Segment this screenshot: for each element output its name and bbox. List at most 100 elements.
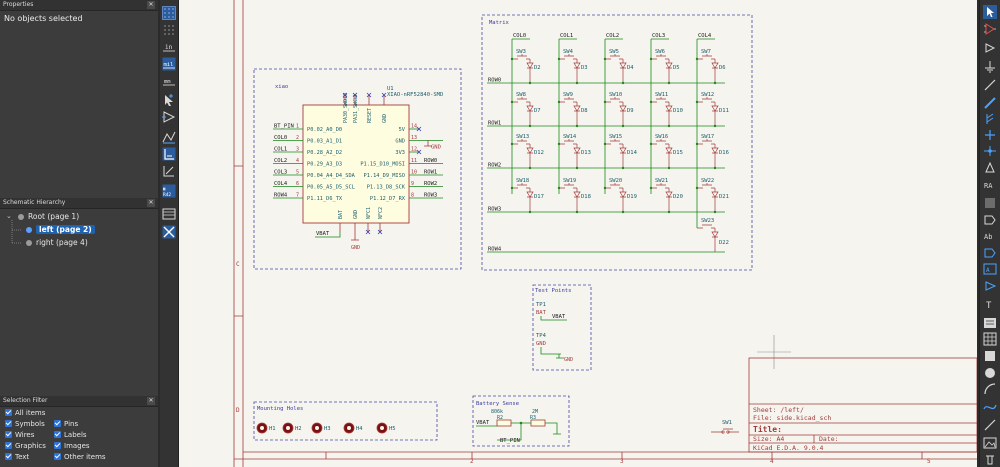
mils-icon[interactable]: mil	[162, 57, 176, 71]
textbox-icon[interactable]	[983, 246, 997, 260]
hierarchy-title: Schematic Hierarchy	[3, 199, 66, 206]
selection-filter-header: Selection Filter ✕	[0, 396, 158, 407]
power-add-icon[interactable]	[983, 41, 997, 55]
symbol-add-icon[interactable]	[983, 22, 997, 36]
inches-icon[interactable]: in	[162, 40, 176, 54]
table-icon[interactable]: A	[983, 262, 997, 276]
filter-graphics[interactable]: Graphics	[5, 441, 46, 451]
bus-entry-icon[interactable]	[983, 112, 997, 126]
matrix-junction	[575, 81, 579, 85]
pin-hidden-icon[interactable]	[162, 110, 176, 124]
filter-labels[interactable]: Labels	[54, 430, 87, 440]
hierarchy-nav-icon[interactable]	[162, 147, 176, 161]
mounting-hole-center	[286, 426, 290, 430]
line-icon[interactable]	[983, 418, 997, 432]
svg-text:A: A	[986, 267, 990, 274]
filter-pins[interactable]: Pins	[54, 419, 78, 429]
simulator-icon[interactable]: ▦R42	[162, 184, 176, 198]
image-icon[interactable]: T	[983, 297, 997, 311]
matrix-diode-symbol	[526, 59, 534, 83]
schematic-canvas[interactable]: 2 3 4 5 C D xiao U1 XIAO-nRF52840-SMD BT…	[179, 0, 977, 467]
filter-text[interactable]: Text	[5, 452, 29, 462]
matrix-diode-symbol	[711, 188, 719, 212]
text-frame-icon[interactable]	[983, 316, 997, 330]
close-icon[interactable]: ✕	[147, 199, 155, 207]
title-block-size: Size: A4	[753, 435, 784, 443]
hierarchy-item-left[interactable]: left (page 2)	[26, 224, 95, 236]
checkbox-icon	[54, 431, 61, 438]
gnd-symbol	[351, 232, 359, 241]
matrix-switch-symbol	[512, 183, 530, 189]
global-label-icon[interactable]	[983, 160, 997, 174]
chevron-down-icon[interactable]: ⌄	[6, 212, 12, 220]
matrix-diode-ref: D17	[534, 194, 544, 200]
hier-label-icon[interactable]: RA	[983, 178, 997, 192]
matrix-diode-symbol	[665, 144, 673, 168]
wire-mode-icon[interactable]	[162, 130, 176, 144]
delete-icon[interactable]	[983, 452, 997, 466]
mounting-holes-box	[253, 401, 438, 441]
sym-editor-icon[interactable]	[162, 207, 176, 221]
sheet-icon[interactable]	[983, 196, 997, 210]
hierarchy-item-root[interactable]: Root (page 1)	[18, 211, 79, 223]
tp4-net: GND	[564, 357, 573, 363]
r2-symbol[interactable]	[496, 419, 512, 427]
close-icon[interactable]: ✕	[147, 1, 155, 9]
bezier-icon[interactable]	[983, 400, 997, 414]
grid-table-icon[interactable]	[983, 332, 997, 346]
xiao-pin-name: P1.11_D6_TX	[307, 196, 343, 202]
text-icon[interactable]: Ab	[983, 229, 997, 243]
erc-icon[interactable]	[162, 164, 176, 178]
sw1-contact	[721, 430, 725, 434]
matrix-diode-symbol	[573, 144, 581, 168]
xiao-top-pin-name: PA30_SWDIO	[343, 93, 349, 123]
xiao-pin-name: 3V3	[395, 150, 405, 156]
checkbox-icon	[5, 453, 12, 460]
r3-symbol[interactable]	[530, 419, 546, 427]
hierarchy-item-right[interactable]: right (page 4)	[26, 237, 88, 249]
arc-icon[interactable]	[983, 382, 997, 396]
close-icon[interactable]: ✕	[147, 397, 155, 405]
matrix-switch-ref: SW20	[609, 178, 622, 184]
cursor-icon[interactable]	[162, 93, 176, 107]
circle-icon[interactable]	[983, 366, 997, 380]
matrix-diode-ref: D18	[581, 194, 591, 200]
schematic-drawing[interactable]: 2 3 4 5 C D xiao U1 XIAO-nRF52840-SMD BT…	[179, 0, 977, 467]
xiao-net-label: ROW4	[274, 193, 288, 199]
matrix-junction	[649, 186, 653, 190]
filter-images[interactable]: Images	[54, 441, 90, 451]
grid-icon[interactable]	[162, 6, 176, 20]
mounting-hole-center	[315, 426, 319, 430]
matrix-junction	[621, 210, 625, 214]
label-icon[interactable]	[983, 144, 997, 158]
matrix-switch-symbol	[697, 183, 715, 189]
filter-other-items[interactable]: Other items	[54, 452, 106, 462]
millimeters-icon[interactable]: mm	[162, 74, 176, 88]
matrix-switch-ref: SW15	[609, 134, 622, 140]
matrix-switch-symbol	[697, 54, 715, 60]
no-connect-marker	[352, 92, 358, 98]
image-add-icon[interactable]	[983, 436, 997, 450]
matrix-junction	[528, 81, 532, 85]
select-icon[interactable]	[983, 5, 997, 19]
sw1-symbol[interactable]	[711, 428, 739, 433]
filter-all-items[interactable]: All items	[5, 408, 45, 418]
xiao-symbol-body[interactable]	[302, 104, 410, 224]
no-connect-icon[interactable]	[983, 128, 997, 142]
bus-icon[interactable]	[983, 96, 997, 110]
xiao-pin-number: 7	[296, 193, 299, 199]
wire-icon[interactable]	[983, 78, 997, 92]
xiao-pin-number: 10	[411, 170, 417, 176]
matrix-junction	[667, 124, 671, 128]
polar-icon[interactable]	[162, 23, 176, 37]
title-block-tool: KiCad E.D.A. 9.0.4	[753, 444, 824, 452]
junction-icon[interactable]	[983, 60, 997, 74]
properties-icon[interactable]	[162, 225, 176, 239]
matrix-row-label: ROW3	[488, 207, 501, 213]
filter-wires[interactable]: Wires	[5, 430, 34, 440]
import-pin-icon[interactable]	[983, 213, 997, 227]
rectangle-icon[interactable]	[983, 349, 997, 363]
rect-icon[interactable]	[983, 279, 997, 293]
filter-symbols[interactable]: Symbols	[5, 419, 45, 429]
xiao-net-label: GND	[431, 145, 441, 151]
